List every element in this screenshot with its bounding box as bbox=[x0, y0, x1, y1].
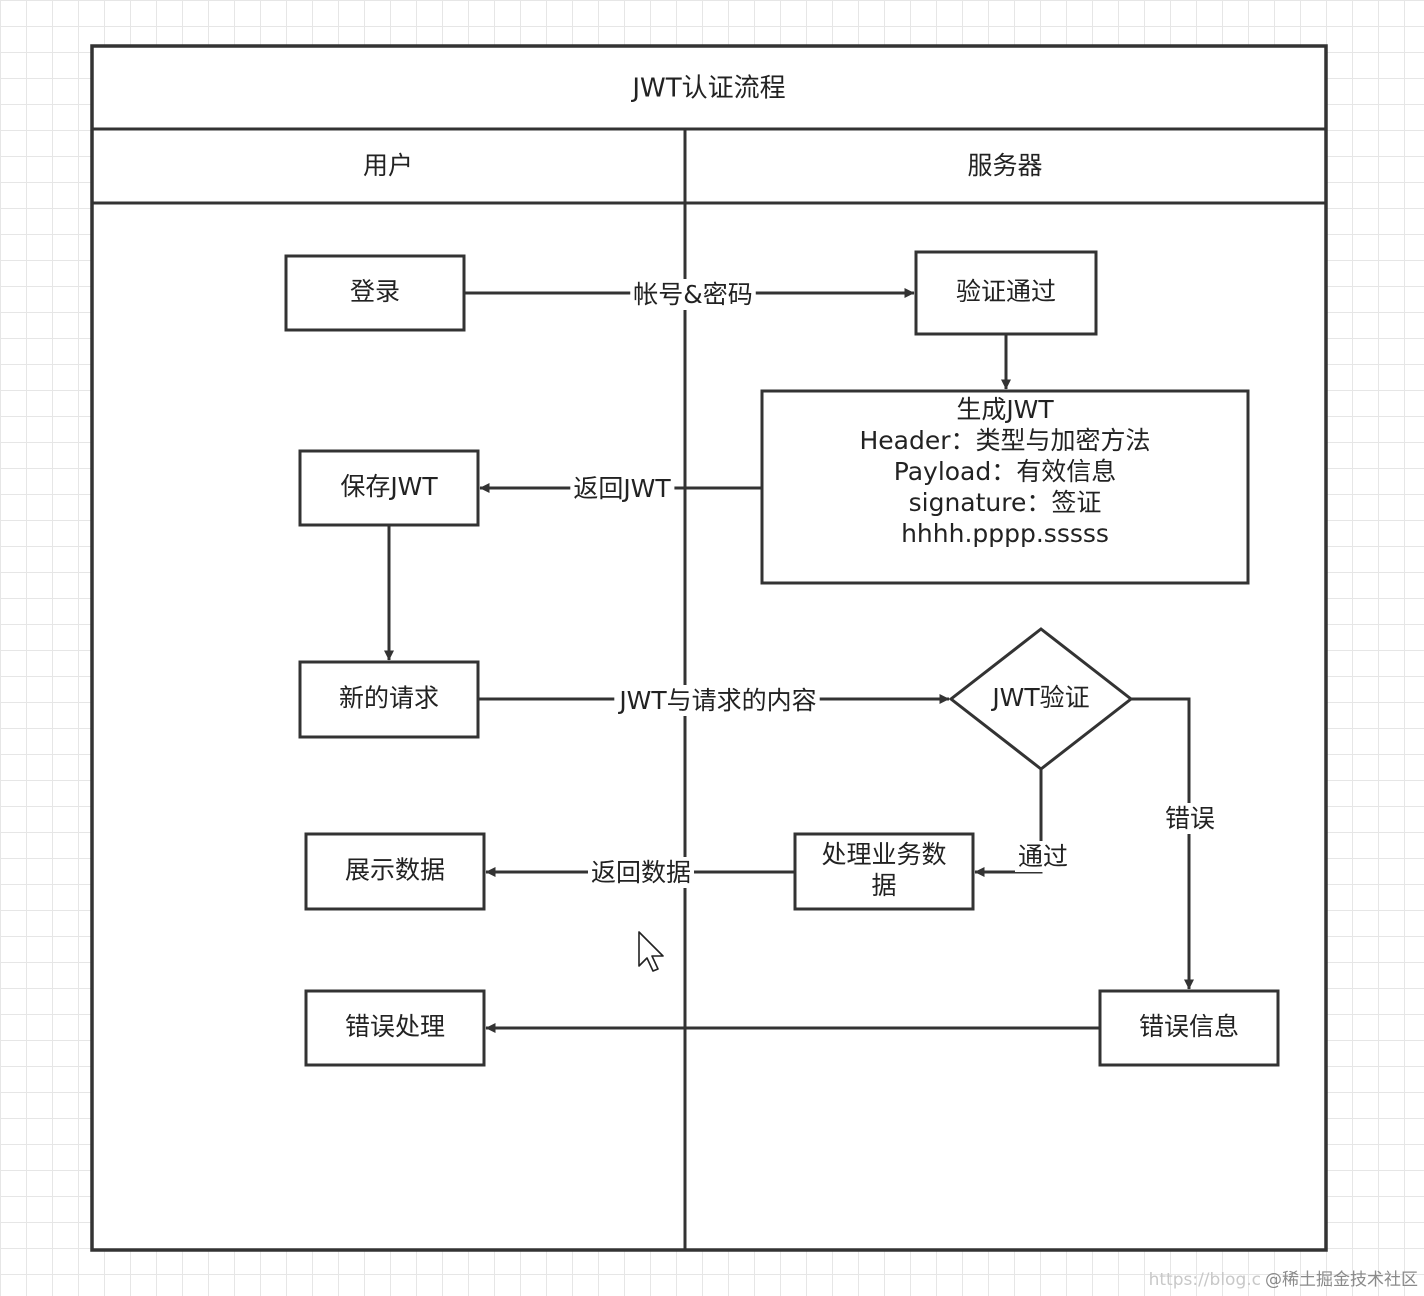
edge-login-to-verify_pass: 帐号&密码 bbox=[464, 279, 915, 310]
node-label: Payload：有效信息 bbox=[894, 457, 1117, 486]
process-box bbox=[304, 832, 486, 911]
process-box bbox=[1098, 989, 1280, 1067]
edge-new_request-to-jwt_verify: JWT与请求的内容 bbox=[478, 685, 950, 716]
process-box bbox=[284, 254, 466, 332]
watermark-text: @稀土掘金技术社区 bbox=[1265, 1270, 1418, 1290]
watermark-url: https://blog.c bbox=[1148, 1270, 1261, 1290]
edge-process_data-to-show_data: 返回数据 bbox=[485, 857, 795, 888]
process-box bbox=[914, 250, 1098, 336]
diagram-title: JWT认证流程 bbox=[630, 74, 785, 104]
node-label: 展示数据 bbox=[345, 856, 445, 885]
edge-label: JWT与请求的内容 bbox=[617, 686, 816, 715]
edge-label-background bbox=[630, 279, 756, 310]
process-box bbox=[298, 660, 480, 739]
edge-label-background bbox=[614, 685, 820, 716]
diagram-border bbox=[90, 44, 1328, 1252]
node-label: 验证通过 bbox=[956, 277, 1056, 306]
edge-label: 错误 bbox=[1165, 804, 1215, 833]
decision-diamond bbox=[948, 627, 1134, 771]
edge-label-background bbox=[1161, 803, 1219, 834]
node-label: 生成JWT bbox=[956, 395, 1054, 424]
node-label: Header：类型与加密方法 bbox=[859, 426, 1150, 455]
edge-line bbox=[1131, 697, 1194, 990]
node-label: 新的请求 bbox=[339, 684, 439, 713]
node-label: 错误处理 bbox=[345, 1012, 445, 1041]
edge-label: 返回JWT bbox=[573, 474, 671, 503]
node-gen-jwt: 生成JWTHeader：类型与加密方法Payload：有效信息signature… bbox=[760, 389, 1250, 585]
watermark: https://blog.c@稀土掘金技术社区 bbox=[1149, 1265, 1418, 1290]
node-login: 登录 bbox=[284, 254, 466, 332]
edge-label-background bbox=[587, 857, 695, 888]
node-jwt-verify: JWT验证 bbox=[948, 627, 1134, 771]
lane-header-server: 服务器 bbox=[967, 151, 1042, 180]
nodes: 登录 验证通过生成JWTHeader：类型与加密方法Payload：有效信息sig… bbox=[284, 250, 1280, 1067]
edge-gen_jwt-to-save_jwt: 返回JWT bbox=[479, 473, 762, 504]
edge-label: 通过 bbox=[1018, 842, 1068, 871]
edge-jwt_verify-to-error_info: 错误 bbox=[1131, 697, 1219, 990]
process-box bbox=[760, 389, 1250, 585]
node-error-handle: 错误处理 bbox=[304, 989, 486, 1067]
node-label: 处理业务数 bbox=[821, 840, 946, 869]
node-label: JWT验证 bbox=[990, 683, 1089, 712]
node-label: hhhh.pppp.sssss bbox=[901, 519, 1109, 548]
node-label: 登录 bbox=[350, 277, 400, 306]
node-verify-pass: 验证通过 bbox=[914, 250, 1098, 336]
process-box bbox=[304, 989, 486, 1067]
node-label: 错误信息 bbox=[1139, 1012, 1239, 1041]
node-new-request: 新的请求 bbox=[298, 660, 480, 739]
node-show-data: 展示数据 bbox=[304, 832, 486, 911]
edge-label-background bbox=[570, 473, 675, 504]
node-error-info: 错误信息 bbox=[1098, 989, 1280, 1067]
node-label: signature：签证 bbox=[909, 488, 1102, 517]
swimlane-frame: JWT认证流程 用户 服务器 bbox=[90, 44, 1328, 1252]
arrow-pointer-icon bbox=[638, 931, 664, 972]
process-box bbox=[298, 449, 480, 527]
edge-label-background bbox=[1014, 841, 1072, 872]
node-label: 据 bbox=[871, 871, 896, 900]
edge-jwt_verify-to-process_data: 通过 bbox=[974, 769, 1072, 877]
node-save-jwt: 保存JWT bbox=[298, 449, 480, 527]
process-box bbox=[793, 832, 975, 911]
lane-header-user: 用户 bbox=[363, 151, 413, 180]
edge-label: 帐号&密码 bbox=[633, 280, 753, 309]
edge-label: 返回数据 bbox=[591, 858, 691, 887]
node-label: 保存JWT bbox=[340, 472, 438, 501]
